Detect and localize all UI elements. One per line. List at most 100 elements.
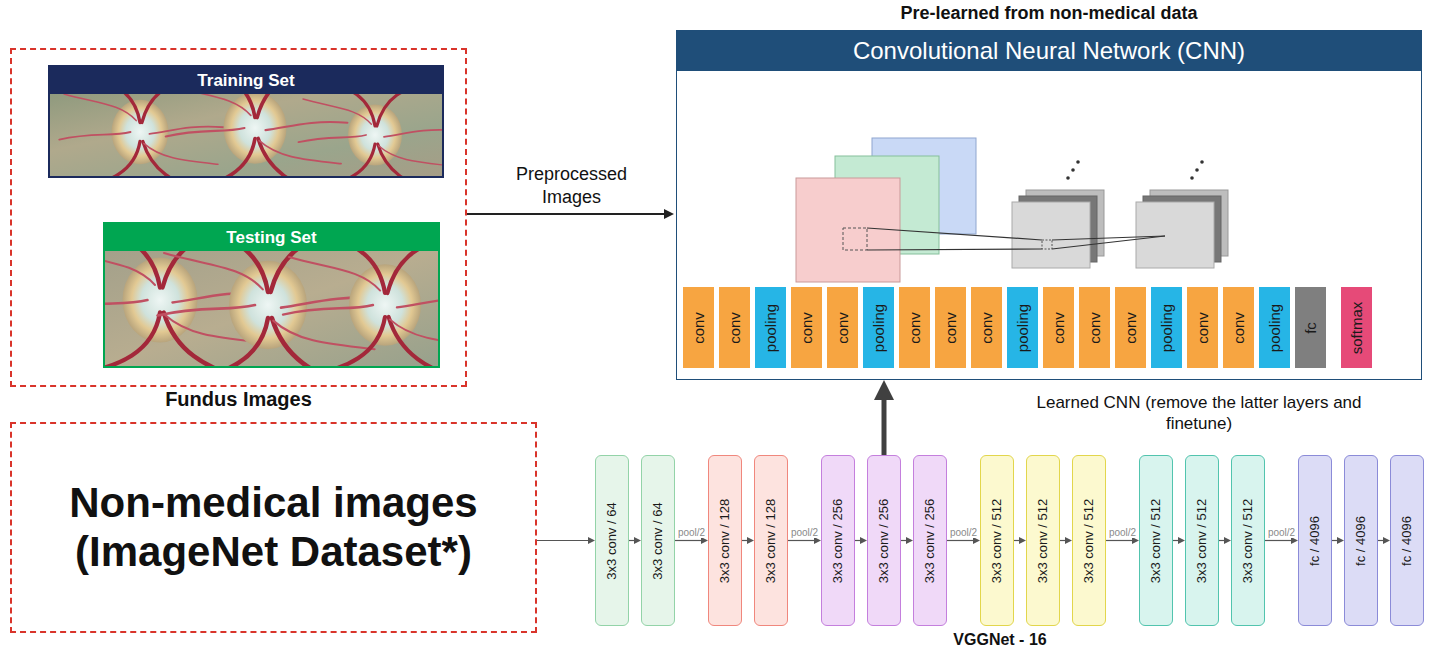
arrow-connector bbox=[882, 400, 887, 455]
vgg-layer-block: 3x3 conv / 512 bbox=[1139, 455, 1173, 626]
layer-name: conv bbox=[978, 312, 995, 344]
layer-block: conv bbox=[899, 287, 930, 368]
arrow-connector bbox=[1173, 540, 1178, 541]
layer-block: pooling bbox=[1151, 287, 1182, 368]
layer-name: 3x3 conv / 256 bbox=[831, 498, 845, 583]
layer-name: pooling bbox=[870, 303, 887, 351]
arrow-connector bbox=[855, 540, 860, 541]
arrow-connector bbox=[1378, 540, 1383, 541]
arrow-connector bbox=[537, 540, 588, 541]
layer-block: conv bbox=[1043, 287, 1074, 368]
layer-name: 3x3 conv / 512 bbox=[1082, 498, 1096, 583]
vgg-layer-block: 3x3 conv / 64 bbox=[595, 455, 629, 626]
layer-name: 3x3 conv / 512 bbox=[1149, 498, 1163, 583]
vgg-layer-block: 3x3 conv / 64 bbox=[641, 455, 675, 626]
cnn-panel: Pre-learned from non-medical dataConvolu… bbox=[676, 30, 1422, 380]
arrow-connector bbox=[1106, 540, 1132, 541]
vgg-layer-block: 3x3 conv / 512 bbox=[1072, 455, 1106, 626]
arrow-connector bbox=[742, 540, 747, 541]
panel-header: Convolutional Neural Network (CNN) bbox=[677, 31, 1421, 71]
layer-name: 3x3 conv / 512 bbox=[1036, 498, 1050, 583]
layer-block: conv bbox=[1079, 287, 1110, 368]
layer-name: 3x3 conv / 512 bbox=[990, 498, 1004, 583]
layer-name: pooling bbox=[762, 303, 779, 351]
arrow-connector bbox=[629, 540, 634, 541]
layer-name: 3x3 conv / 256 bbox=[877, 498, 891, 583]
dataset-box: Non-medical images (ImageNet Dataset*) bbox=[10, 422, 537, 633]
layer-block: conv bbox=[1115, 287, 1146, 368]
panel-header: Training Set bbox=[50, 67, 442, 94]
layer-block: conv bbox=[971, 287, 1002, 368]
edge-label: pool/2 bbox=[1267, 527, 1296, 538]
edge-label: Preprocessed Images bbox=[492, 163, 652, 208]
arrow-connector bbox=[947, 540, 973, 541]
vgg-layer-block: 3x3 conv / 256 bbox=[913, 455, 947, 626]
group-caption: Fundus Images bbox=[12, 388, 465, 411]
arrow-connector bbox=[1332, 540, 1337, 541]
arrow-connector bbox=[1265, 540, 1291, 541]
vgg-layer-block: 3x3 conv / 512 bbox=[1185, 455, 1219, 626]
edge-label: Learned CNN (remove the latter layers an… bbox=[1034, 392, 1364, 435]
vgg-layer-block: fc / 4096 bbox=[1298, 455, 1332, 626]
layer-name: conv bbox=[942, 312, 959, 344]
layer-name: conv bbox=[726, 312, 743, 344]
vgg-layer-block: 3x3 conv / 512 bbox=[1026, 455, 1060, 626]
layer-block: conv bbox=[791, 287, 822, 368]
layer-block: fc bbox=[1295, 287, 1326, 368]
layer-name: conv bbox=[1194, 312, 1211, 344]
layer-name: 3x3 conv / 256 bbox=[923, 498, 937, 583]
layer-block: conv bbox=[719, 287, 750, 368]
arrow-connector bbox=[901, 540, 906, 541]
layer-name: fc / 4096 bbox=[1354, 516, 1368, 566]
layer-name: 3x3 conv / 128 bbox=[764, 498, 778, 583]
dashed-group-box: Fundus ImagesTraining SetTesting Set bbox=[10, 48, 467, 387]
dataset-label: Non-medical images (ImageNet Dataset*) bbox=[12, 479, 535, 576]
layer-name: fc / 4096 bbox=[1308, 516, 1322, 566]
edge-label: pool/2 bbox=[790, 527, 819, 538]
layer-name: conv bbox=[1122, 312, 1139, 344]
layer-block: conv bbox=[683, 287, 714, 368]
vgg-layer-block: 3x3 conv / 128 bbox=[708, 455, 742, 626]
layer-name: conv bbox=[690, 312, 707, 344]
layer-name: pooling bbox=[1158, 303, 1175, 351]
layer-name: conv bbox=[906, 312, 923, 344]
layer-name: conv bbox=[834, 312, 851, 344]
vgg-layer-block: 3x3 conv / 512 bbox=[1231, 455, 1265, 626]
layer-name: fc / 4096 bbox=[1400, 516, 1414, 566]
layer-name: 3x3 conv / 64 bbox=[605, 502, 619, 579]
layer-name: conv bbox=[1050, 312, 1067, 344]
image-panel: Training Set bbox=[48, 65, 444, 178]
vgg-layer-block: 3x3 conv / 128 bbox=[754, 455, 788, 626]
edge-label: pool/2 bbox=[1108, 527, 1137, 538]
vgg-layer-block: fc / 4096 bbox=[1390, 455, 1424, 626]
arrow-connector bbox=[467, 213, 664, 215]
arrow-connector bbox=[1060, 540, 1065, 541]
layer-block: pooling bbox=[1007, 287, 1038, 368]
layer-name: pooling bbox=[1266, 303, 1283, 351]
vgg-layer-block: 3x3 conv / 256 bbox=[821, 455, 855, 626]
layer-block: conv bbox=[1187, 287, 1218, 368]
layer-name: 3x3 conv / 512 bbox=[1195, 498, 1209, 583]
image-panel: Testing Set bbox=[103, 222, 440, 368]
layer-block: pooling bbox=[1259, 287, 1290, 368]
diagram-label: VGGNet - 16 bbox=[880, 631, 1120, 649]
vgg-layer-block: 3x3 conv / 512 bbox=[980, 455, 1014, 626]
panel-header: Testing Set bbox=[105, 224, 438, 251]
layer-name: conv bbox=[1230, 312, 1247, 344]
arrow-connector bbox=[788, 540, 814, 541]
layer-block: conv bbox=[1223, 287, 1254, 368]
arrow-connector bbox=[675, 540, 701, 541]
layer-name: fc bbox=[1302, 322, 1319, 334]
vgg-layer-block: fc / 4096 bbox=[1344, 455, 1378, 626]
layer-name: 3x3 conv / 128 bbox=[718, 498, 732, 583]
layer-name: 3x3 conv / 512 bbox=[1241, 498, 1255, 583]
layer-name: softmax bbox=[1348, 301, 1365, 354]
panel-title: Pre-learned from non-medical data bbox=[677, 3, 1421, 24]
edge-label: pool/2 bbox=[677, 527, 706, 538]
layer-block: pooling bbox=[863, 287, 894, 368]
layer-block: softmax bbox=[1341, 287, 1372, 368]
layer-name: conv bbox=[798, 312, 815, 344]
vgg-layer-block: 3x3 conv / 256 bbox=[867, 455, 901, 626]
layer-block: conv bbox=[935, 287, 966, 368]
layer-block: conv bbox=[827, 287, 858, 368]
